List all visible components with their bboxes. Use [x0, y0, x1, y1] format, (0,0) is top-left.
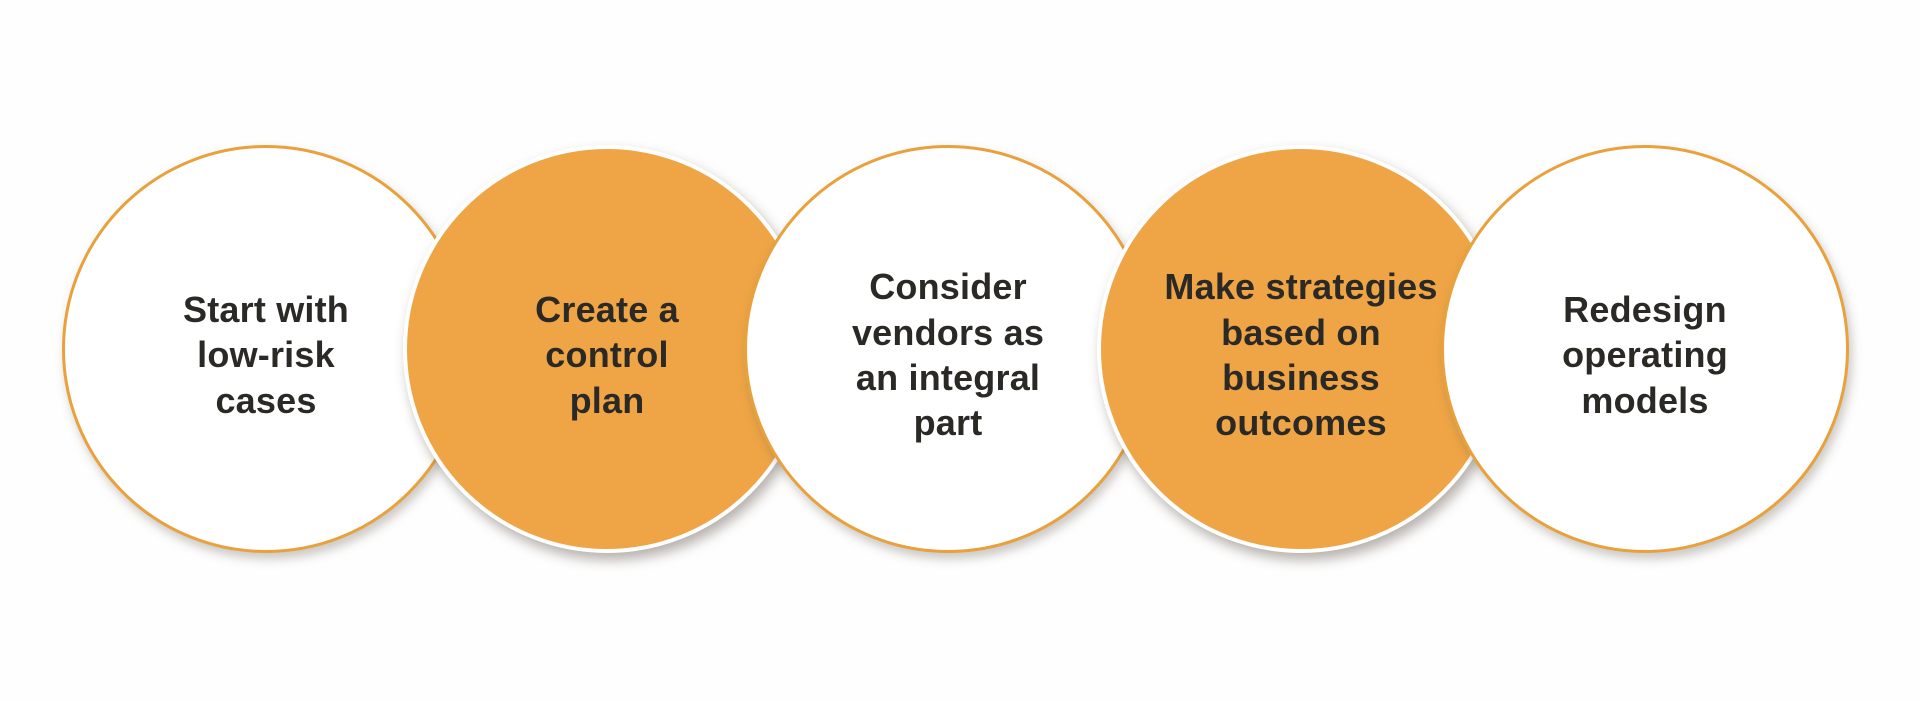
step-circle-2: Create a control plan [403, 145, 811, 553]
step-circle-3: Consider vendors as an integral part [744, 145, 1152, 553]
step-label-3: Consider vendors as an integral part [851, 266, 1045, 444]
step-label-4: Make strategies based on business outcom… [1164, 266, 1438, 444]
step-label-5: Redesign operating models [1562, 288, 1728, 421]
step-circle-4: Make strategies based on business outcom… [1097, 145, 1505, 553]
step-circle-1: Start with low-risk cases [62, 145, 470, 553]
step-circle-5: Redesign operating models [1441, 145, 1849, 553]
step-label-2: Create a control plan [535, 288, 679, 421]
step-label-1: Start with low-risk cases [182, 288, 349, 421]
